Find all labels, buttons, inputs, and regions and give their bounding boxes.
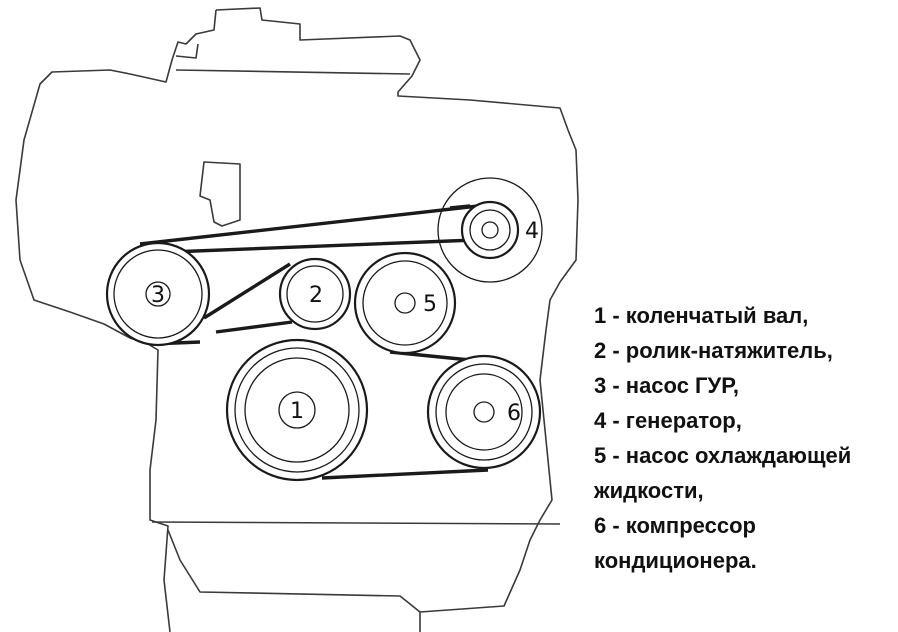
- legend: 1 - коленчатый вал, 2 - ролик-натяжитель…: [594, 298, 894, 578]
- pulley-3-label: 3: [151, 283, 165, 308]
- pulley-4-label: 4: [525, 219, 539, 244]
- engine-outline: [15, 7, 579, 632]
- pulley-5-label: 5: [423, 292, 437, 317]
- legend-line: 3 - насос ГУР,: [594, 373, 739, 398]
- pulley-1-label: 1: [290, 399, 304, 424]
- pulley-3: 3: [105, 241, 211, 347]
- pulley-6: 6: [426, 354, 542, 470]
- pulley-5: 5: [353, 251, 457, 355]
- legend-line: жидкости,: [594, 478, 704, 503]
- pulley-6-label: 6: [507, 401, 521, 426]
- pulley-2: 2: [278, 257, 352, 331]
- legend-line: кондиционера.: [594, 548, 757, 573]
- pulley-1: 1: [225, 338, 369, 482]
- legend-line: 2 - ролик-натяжитель,: [594, 338, 833, 363]
- legend-line: 5 - насос охлаждающей: [594, 443, 852, 468]
- pulley-2-label: 2: [309, 283, 323, 308]
- legend-line: 4 - генератор,: [594, 408, 742, 433]
- legend-line: 6 - компрессор: [594, 513, 756, 538]
- legend-line: 1 - коленчатый вал,: [594, 303, 809, 328]
- generator-housing: [437, 177, 543, 283]
- pulley-4: 4: [460, 200, 539, 260]
